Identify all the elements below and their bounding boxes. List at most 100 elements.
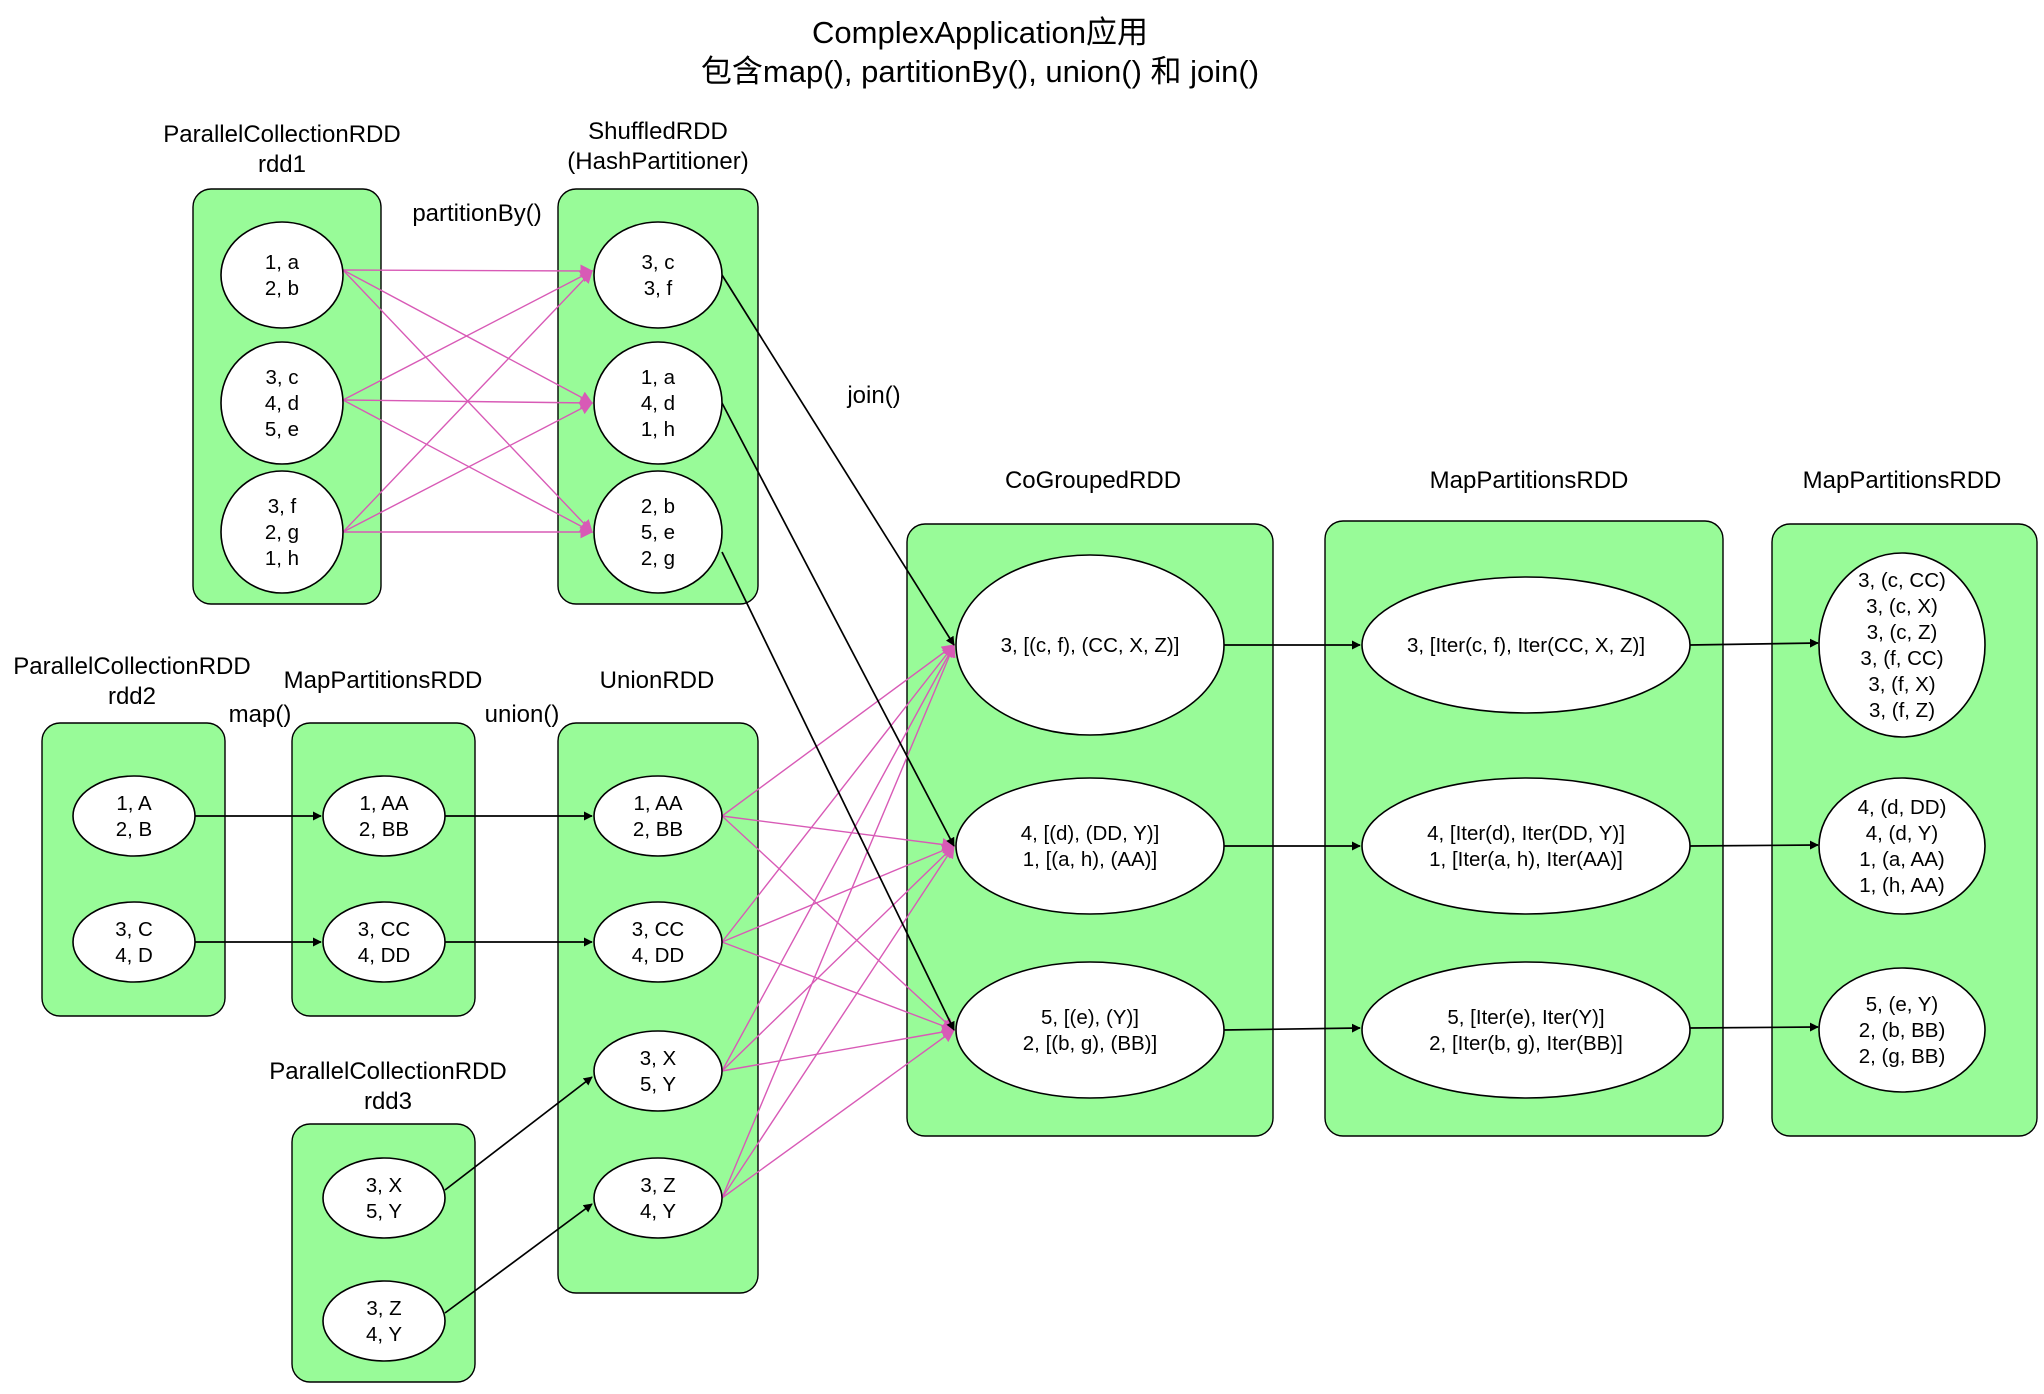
rdd1-partition-3-ellipse: [220, 470, 344, 594]
cogrouped-partition-2-line-2: 1, [(a, h), (AA)]: [1023, 848, 1157, 871]
union-rdd-box: [557, 722, 759, 1294]
rdd3-partition-2-line-1: 3, Z: [366, 1297, 401, 1320]
union-partition-3-line-2: 5, Y: [640, 1073, 676, 1096]
mapped-partition-2-line-2: 4, DD: [358, 944, 410, 967]
shuffled-partition-3-ellipse: [593, 470, 723, 594]
join-shuffled-edge-3: [721, 551, 955, 1031]
shuffled-partition-2-line-3: 1, h: [641, 418, 675, 441]
result-partition-2-line-2: 4, (d, Y): [1866, 822, 1939, 845]
partitionby-edge-1-2: [342, 269, 594, 404]
shuffled-partition-3-line-1: 2, b: [641, 495, 675, 518]
union-partition-3-line-1: 3, X: [640, 1047, 677, 1070]
mapped-partition-1-line-1: 1, AA: [359, 792, 408, 815]
rdd1-partition-1: 1, a2, b: [220, 221, 344, 329]
join-union-edge-2-1: [721, 643, 955, 943]
rdd3-partition-2-ellipse: [322, 1280, 446, 1362]
union-rdd-label: UnionRDD: [600, 667, 715, 694]
mapvalues-rdd-label: MapPartitionsRDD: [1430, 467, 1629, 494]
rdd3-partition-1-line-2: 5, Y: [366, 1200, 402, 1223]
result-partition-2-line-3: 1, (a, AA): [1859, 848, 1944, 871]
result-partition-3-ellipse: [1818, 967, 1986, 1093]
mapvalues-partition-1: 3, [Iter(c, f), Iter(CC, X, Z)]: [1361, 576, 1691, 714]
result-rdd-label: MapPartitionsRDD: [1803, 467, 2002, 494]
cogrouped-partition-2-ellipse: [955, 777, 1225, 915]
join-union-edge-3-2: [721, 845, 955, 1072]
mapvalues-partition-3: 5, [Iter(e), Iter(Y)]2, [Iter(b, g), Ite…: [1361, 961, 1691, 1099]
mapped-partition-1-ellipse: [322, 775, 446, 857]
rdd1-partition-2-line-2: 4, d: [265, 392, 299, 415]
union-partition-1-ellipse: [593, 775, 723, 857]
union-partition-1: 1, AA 2, BB: [593, 775, 723, 857]
result-partition-1-ellipse: [1818, 552, 1986, 738]
mapvalues-edge-3: [1223, 1023, 1361, 1033]
union-partition-1-line-2: 2, BB: [633, 818, 683, 841]
result-partition-2-ellipse: [1818, 777, 1986, 915]
rdd2-label-name: rdd2: [108, 683, 156, 710]
result-partition-2: 4, (d, DD)4, (d, Y)1, (a, AA)1, (h, AA): [1818, 777, 1986, 915]
shuffled-partition-1: 3, c3, f: [593, 221, 723, 329]
shuffled-partition-2-line-1: 1, a: [641, 366, 676, 389]
rdd1-partition-3: 3, f2, g1, h: [220, 470, 344, 594]
union-partition-3-ellipse: [593, 1030, 723, 1112]
union-partition-4-line-1: 3, Z: [640, 1174, 675, 1197]
union-partition-2-ellipse: [593, 901, 723, 983]
result-partition-3-line-3: 2, (g, BB): [1859, 1045, 1946, 1068]
cogrouped-partition-2: 4, [(d), (DD, Y)]1, [(a, h), (AA)]: [955, 777, 1225, 915]
union-partition-2-line-1: 3, CC: [632, 918, 685, 941]
result-partition-1: 3, (c, CC)3, (c, X)3, (c, Z)3, (f, CC)3,…: [1818, 552, 1986, 738]
shuffled-rdd-label-partitioner: (HashPartitioner): [567, 148, 748, 175]
union-partition-4-ellipse: [593, 1157, 723, 1239]
rdd1-label-name: rdd1: [258, 151, 306, 178]
union-partition-4-line-2: 4, Y: [640, 1200, 676, 1223]
mapvalues-partition-2: 4, [Iter(d), Iter(DD, Y)]1, [Iter(a, h),…: [1361, 777, 1691, 915]
cogrouped-partition-3-line-1: 5, [(e), (Y)]: [1041, 1006, 1139, 1029]
shuffled-partition-1-line-2: 3, f: [644, 277, 673, 300]
shuffled-partition-2: 1, a4, d1, h: [593, 341, 723, 465]
mapped-rdd-label: MapPartitionsRDD: [284, 667, 483, 694]
union-edge-4: [444, 1203, 593, 1314]
rdd2-partition-2-ellipse: [72, 901, 196, 983]
mapvalues-partition-2-ellipse: [1361, 777, 1691, 915]
mapped-partition-2-ellipse: [322, 901, 446, 983]
mapvalues-partition-1-ellipse: [1361, 576, 1691, 714]
result-partition-1-line-5: 3, (f, X): [1868, 673, 1935, 696]
union-partition-1-line-1: 1, AA: [633, 792, 682, 815]
union-partition-4: 3, Z 4, Y: [593, 1157, 723, 1239]
flatmap-edge-1: [1689, 638, 1819, 648]
rdd2-partition-2-line-1: 3, C: [115, 918, 153, 941]
mapped-partition-1: 1, AA2, BB: [322, 775, 446, 857]
result-partition-2-line-4: 1, (h, AA): [1859, 874, 1944, 897]
result-partition-1-line-3: 3, (c, Z): [1867, 621, 1938, 644]
rdd3-partition-1: 3, X5, Y: [322, 1157, 446, 1239]
narrow-dependency-edges: [195, 274, 1819, 1314]
shuffled-partition-1-ellipse: [593, 221, 723, 329]
mapvalues-partition-3-line-1: 5, [Iter(e), Iter(Y)]: [1447, 1006, 1604, 1029]
rdd1-partition-1-ellipse: [220, 221, 344, 329]
result-partition-3-line-1: 5, (e, Y): [1866, 993, 1939, 1016]
rdd1-partition-1-line-2: 2, b: [265, 277, 299, 300]
rdd1-partition-2-line-3: 5, e: [265, 418, 299, 441]
result-partition-1-line-1: 3, (c, CC): [1858, 569, 1946, 592]
cogrouped-partition-1-line-1: 3, [(c, f), (CC, X, Z)]: [1001, 634, 1180, 657]
join-shuffled-edge-2: [721, 402, 955, 847]
rdd2-partition-2: 3, C4, D: [72, 901, 196, 983]
partitionby-edge-3-1: [342, 270, 593, 533]
join-union-edge-4-2: [721, 844, 955, 1199]
join-union-edge-2-2: [721, 844, 956, 943]
union-partition-3: 3, X 5, Y: [593, 1030, 723, 1112]
partitionby-edge-2-3: [342, 399, 594, 533]
rdd3-partition-2: 3, Z4, Y: [322, 1280, 446, 1362]
partition-nodes: 1, a2, b3, c4, d5, e3, f2, g1, h3, c3, f…: [72, 221, 1986, 1362]
partitionby-edge-1-1: [342, 264, 594, 278]
join-union-edge-3-3: [721, 1025, 956, 1072]
rdd1-partition-2: 3, c 4, d 5, e: [220, 341, 344, 465]
cogrouped-partition-3-ellipse: [955, 961, 1225, 1099]
rdd2-partition-1-line-2: 2, B: [116, 818, 152, 841]
shuffle-dependency-edges: [342, 264, 956, 1199]
rdd3-label-type: ParallelCollectionRDD: [269, 1058, 506, 1085]
rdd1-partition-2-line-1: 3, c: [265, 366, 298, 389]
join-union-edge-1-2: [721, 815, 956, 851]
cogrouped-rdd-label: CoGroupedRDD: [1005, 467, 1181, 494]
result-partition-1-line-2: 3, (c, X): [1866, 595, 1938, 618]
join-shuffled-edge-1: [721, 274, 955, 646]
